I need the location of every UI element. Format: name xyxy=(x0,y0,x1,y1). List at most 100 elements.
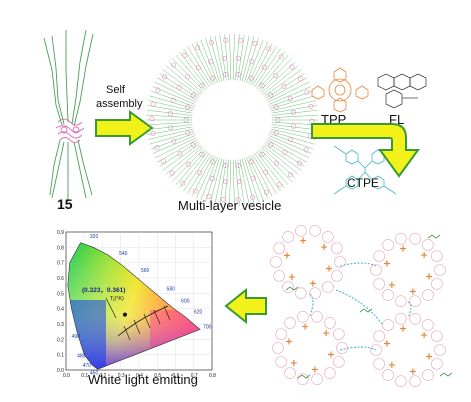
vesicle-chain xyxy=(162,69,200,97)
aggregate-subunit xyxy=(275,328,287,340)
vesicle-chain xyxy=(258,150,289,186)
fl-marker xyxy=(439,372,453,377)
fl-structure xyxy=(377,73,427,109)
porphyrin-marker xyxy=(400,325,407,332)
vesicle-headgroup xyxy=(176,85,182,91)
vesicle-headgroup xyxy=(160,158,166,164)
vesicle-chain xyxy=(214,35,225,81)
tpp-label: TPP xyxy=(321,112,347,127)
porphyrin-marker xyxy=(309,280,316,287)
aggregate-subunit xyxy=(373,250,385,262)
vesicle-headgroup xyxy=(236,71,242,77)
vesicle-chain xyxy=(162,143,200,171)
porphyrin-marker xyxy=(285,338,292,345)
ctpe-bridge xyxy=(339,346,377,351)
aggregate-subunit xyxy=(333,328,345,340)
vesicle-chain xyxy=(209,36,223,82)
aggregate-subunit xyxy=(311,373,323,385)
vesicle-headgroup xyxy=(268,92,274,98)
porphyrin-marker xyxy=(409,288,416,295)
aggregate-subunit xyxy=(331,242,343,254)
vesicle-chain xyxy=(269,90,314,107)
aggregate-subunit xyxy=(434,264,446,276)
vesicle-headgroup xyxy=(248,159,254,165)
aggregate-subunit xyxy=(295,225,307,237)
vesicle-chain xyxy=(241,158,255,204)
vesicle-headgroup xyxy=(291,109,297,115)
vesicle-chain xyxy=(252,46,277,86)
aggregate-subunit xyxy=(311,311,323,323)
vesicle-chain xyxy=(168,146,203,179)
vesicle-headgroup xyxy=(236,163,242,169)
vesicle-chain xyxy=(237,34,245,81)
aggregate-subunit xyxy=(309,225,321,237)
vesicle-chain xyxy=(200,39,218,83)
vesicle-chain xyxy=(224,34,229,81)
aggregate-subunit xyxy=(324,317,336,329)
vesicle-chain xyxy=(183,152,210,192)
vesicle-chain xyxy=(146,114,193,118)
vesicle-headgroup xyxy=(308,103,314,109)
aggregate-subunit xyxy=(373,278,385,290)
vesicle-headgroup xyxy=(154,145,160,151)
vesicle-headgroup xyxy=(197,170,203,176)
vesicle-headgroup xyxy=(195,65,201,71)
cie-wavelength-label: 490 xyxy=(72,334,81,340)
planckian-locus xyxy=(117,305,169,337)
vesicle-chain xyxy=(175,150,206,186)
aggregate-subunit xyxy=(272,342,284,354)
vesicle-chain xyxy=(246,157,264,201)
aggregate-subunit xyxy=(284,317,296,329)
aggregate-subunit xyxy=(322,281,334,293)
aggregate-subunit xyxy=(422,239,434,251)
vesicle-headgroup xyxy=(162,74,168,80)
vesicle-chain xyxy=(271,114,318,118)
aggregate-subunit xyxy=(295,287,307,299)
cie-wavelength-label: 560 xyxy=(141,268,150,274)
vesicle-chain xyxy=(219,34,227,81)
porphyrin-marker xyxy=(300,237,307,244)
vesicle-headgroup xyxy=(289,64,295,70)
porphyrin-marker xyxy=(288,273,295,280)
cie-y-tick-label: 0.9 xyxy=(57,230,64,236)
aggregate-subunit xyxy=(282,281,294,293)
aggregate-subunit xyxy=(370,264,382,276)
vesicle-chain xyxy=(154,137,197,159)
vesicle-headgroup xyxy=(169,170,175,176)
aggregate-subunit xyxy=(395,375,407,387)
vesicle-chain xyxy=(148,100,194,112)
vesicle-chain xyxy=(149,131,194,145)
vesicle-headgroup xyxy=(183,117,189,123)
ctpe-label: CTPE xyxy=(347,176,380,190)
vesicle-chain xyxy=(259,148,293,182)
vesicle-chain xyxy=(146,122,193,126)
aggregate-subunit xyxy=(431,250,443,262)
ctpe-bridge xyxy=(339,262,377,267)
vesicle-chain xyxy=(232,34,235,81)
vesicle-chain xyxy=(262,65,299,95)
vesicle-headgroup xyxy=(171,138,177,144)
vesicle-chain xyxy=(267,81,310,103)
vesicle-chain xyxy=(147,105,193,114)
aggregate-subunit xyxy=(409,313,421,325)
vesicle-headgroup xyxy=(151,101,157,107)
aggregate-subunit xyxy=(431,330,443,342)
vesicle-headgroup xyxy=(276,182,282,188)
vesicle-chain xyxy=(270,131,315,145)
vesicle-chain xyxy=(246,39,264,83)
porphyrin-marker xyxy=(321,244,328,251)
aggregate-subunit xyxy=(422,319,434,331)
vesicle-chain xyxy=(244,157,259,202)
fl-marker xyxy=(297,374,311,379)
vesicle-headgroup xyxy=(261,64,267,70)
vesicle-chain xyxy=(264,143,302,171)
vesicle-chain xyxy=(271,105,317,114)
aggregate-subunit xyxy=(382,369,394,381)
vesicle-headgroup xyxy=(307,133,313,139)
porphyrin-marker xyxy=(383,340,390,347)
vesicle-chain xyxy=(187,154,212,194)
aggregate-subunit xyxy=(334,256,346,268)
aggregate-subunit xyxy=(373,330,385,342)
vesicle-headgroup xyxy=(167,125,173,131)
cie-wavelength-label: 600 xyxy=(181,299,190,305)
